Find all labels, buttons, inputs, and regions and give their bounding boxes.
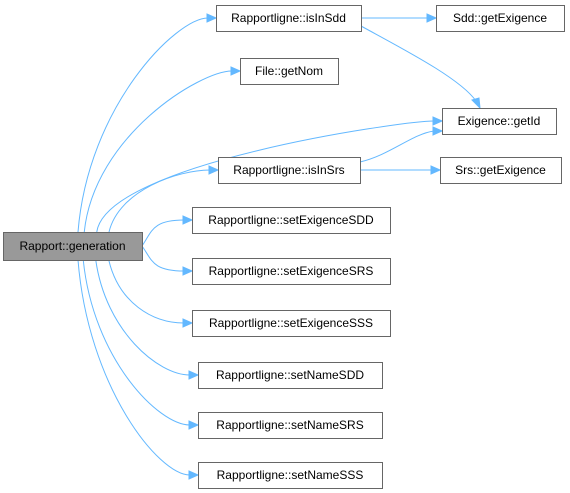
edge-line	[83, 70, 233, 233]
node-box[interactable]	[216, 5, 362, 32]
edge-line	[359, 130, 435, 163]
node-set-name-sdd[interactable]: Rapportligne::setNameSDD	[198, 362, 383, 389]
edge-root-to-set-exigence-srs	[141, 245, 194, 276]
edge-line	[108, 259, 185, 324]
node-exigence-get-id[interactable]: Exigence::getId	[442, 108, 557, 135]
edge-line	[95, 259, 191, 376]
node-box[interactable]	[198, 462, 383, 489]
node-box[interactable]	[218, 157, 361, 184]
node-srs-get-exigence[interactable]: Srs::getExigence	[440, 157, 562, 184]
edge-line	[77, 259, 191, 476]
node-is-in-srs[interactable]: Rapportligne::isInSrs	[218, 157, 361, 184]
node-box[interactable]	[440, 157, 562, 184]
edge-is-in-srs-to-srs-get-exigence	[360, 165, 442, 175]
edge-line	[82, 259, 191, 426]
node-box[interactable]	[198, 412, 383, 439]
node-box[interactable]	[3, 232, 143, 261]
edge-arrowhead	[188, 370, 200, 380]
node-is-in-sdd[interactable]: Rapportligne::isInSdd	[216, 5, 362, 32]
node-label: File::getNom	[255, 64, 323, 78]
edge-line	[360, 25, 477, 102]
node-label: Exigence::getId	[458, 114, 541, 128]
node-box[interactable]	[240, 58, 339, 85]
edge-is-in-sdd-to-exigence-get-id	[360, 25, 481, 110]
node-set-exigence-sss[interactable]: Rapportligne::setExigenceSSS	[192, 310, 391, 337]
node-label: Sdd::getExigence	[453, 11, 547, 25]
edge-line	[108, 169, 211, 233]
edge-arrowhead	[206, 13, 218, 23]
node-box[interactable]	[198, 362, 383, 389]
edge-arrowhead	[471, 97, 481, 110]
edge-root-to-set-name-srs	[82, 259, 200, 430]
edge-line	[96, 120, 435, 233]
node-box[interactable]	[192, 207, 391, 234]
edge-arrowhead	[432, 126, 444, 136]
edge-root-to-is-in-srs	[108, 165, 220, 233]
node-box[interactable]	[442, 108, 557, 135]
node-set-exigence-sdd[interactable]: Rapportligne::setExigenceSDD	[192, 207, 391, 234]
node-set-exigence-srs[interactable]: Rapportligne::setExigenceSRS	[192, 258, 391, 285]
edge-arrowhead	[182, 266, 194, 276]
node-file-get-nom[interactable]: File::getNom	[240, 58, 339, 85]
node-box[interactable]	[192, 258, 391, 285]
node-root[interactable]: Rapport::generation	[3, 232, 143, 261]
edge-arrowhead	[182, 318, 194, 328]
node-label: Srs::getExigence	[455, 163, 546, 177]
node-label: Rapportligne::setExigenceSDD	[208, 213, 374, 227]
edge-arrowhead	[188, 420, 200, 430]
edge-root-to-exigence-get-id	[96, 116, 444, 233]
edge-is-in-sdd-to-sdd-get-exigence	[361, 13, 438, 23]
edge-arrowhead	[182, 215, 194, 225]
node-set-name-sss[interactable]: Rapportligne::setNameSSS	[198, 462, 383, 489]
edge-arrowhead	[188, 470, 200, 480]
edge-arrowhead	[430, 165, 442, 175]
node-label: Rapportligne::setNameSDD	[216, 368, 364, 382]
nodes-layer: Rapport::generation Rapportligne::isInSdd…	[3, 5, 565, 489]
node-box[interactable]	[436, 5, 565, 32]
node-label: Rapportligne::isInSdd	[231, 11, 346, 25]
node-label: Rapportligne::setNameSRS	[216, 418, 363, 432]
node-label: Rapportligne::setExigenceSSS	[209, 316, 373, 330]
edge-arrowhead	[426, 13, 438, 23]
edge-root-to-file-get-nom	[83, 66, 242, 233]
edge-line	[77, 17, 209, 233]
edge-root-to-set-name-sss	[77, 259, 200, 480]
edge-root-to-is-in-sdd	[77, 13, 218, 233]
node-label: Rapportligne::isInSrs	[233, 163, 344, 177]
node-box[interactable]	[192, 310, 391, 337]
edge-is-in-srs-to-exigence-get-id	[359, 126, 444, 163]
edge-line	[141, 219, 185, 247]
node-label: Rapport::generation	[19, 239, 125, 253]
edge-arrowhead	[208, 165, 220, 175]
edge-arrowhead	[432, 116, 444, 126]
edge-arrowhead	[230, 66, 242, 76]
edges-layer	[77, 13, 481, 480]
edge-root-to-set-exigence-sss	[108, 259, 194, 328]
node-label: Rapportligne::setNameSSS	[217, 468, 364, 482]
node-sdd-get-exigence[interactable]: Sdd::getExigence	[436, 5, 565, 32]
node-label: Rapportligne::setExigenceSRS	[209, 264, 374, 278]
edge-root-to-set-exigence-sdd	[141, 215, 194, 247]
edge-line	[141, 245, 185, 272]
edge-root-to-set-name-sdd	[95, 259, 200, 380]
node-set-name-srs[interactable]: Rapportligne::setNameSRS	[198, 412, 383, 439]
